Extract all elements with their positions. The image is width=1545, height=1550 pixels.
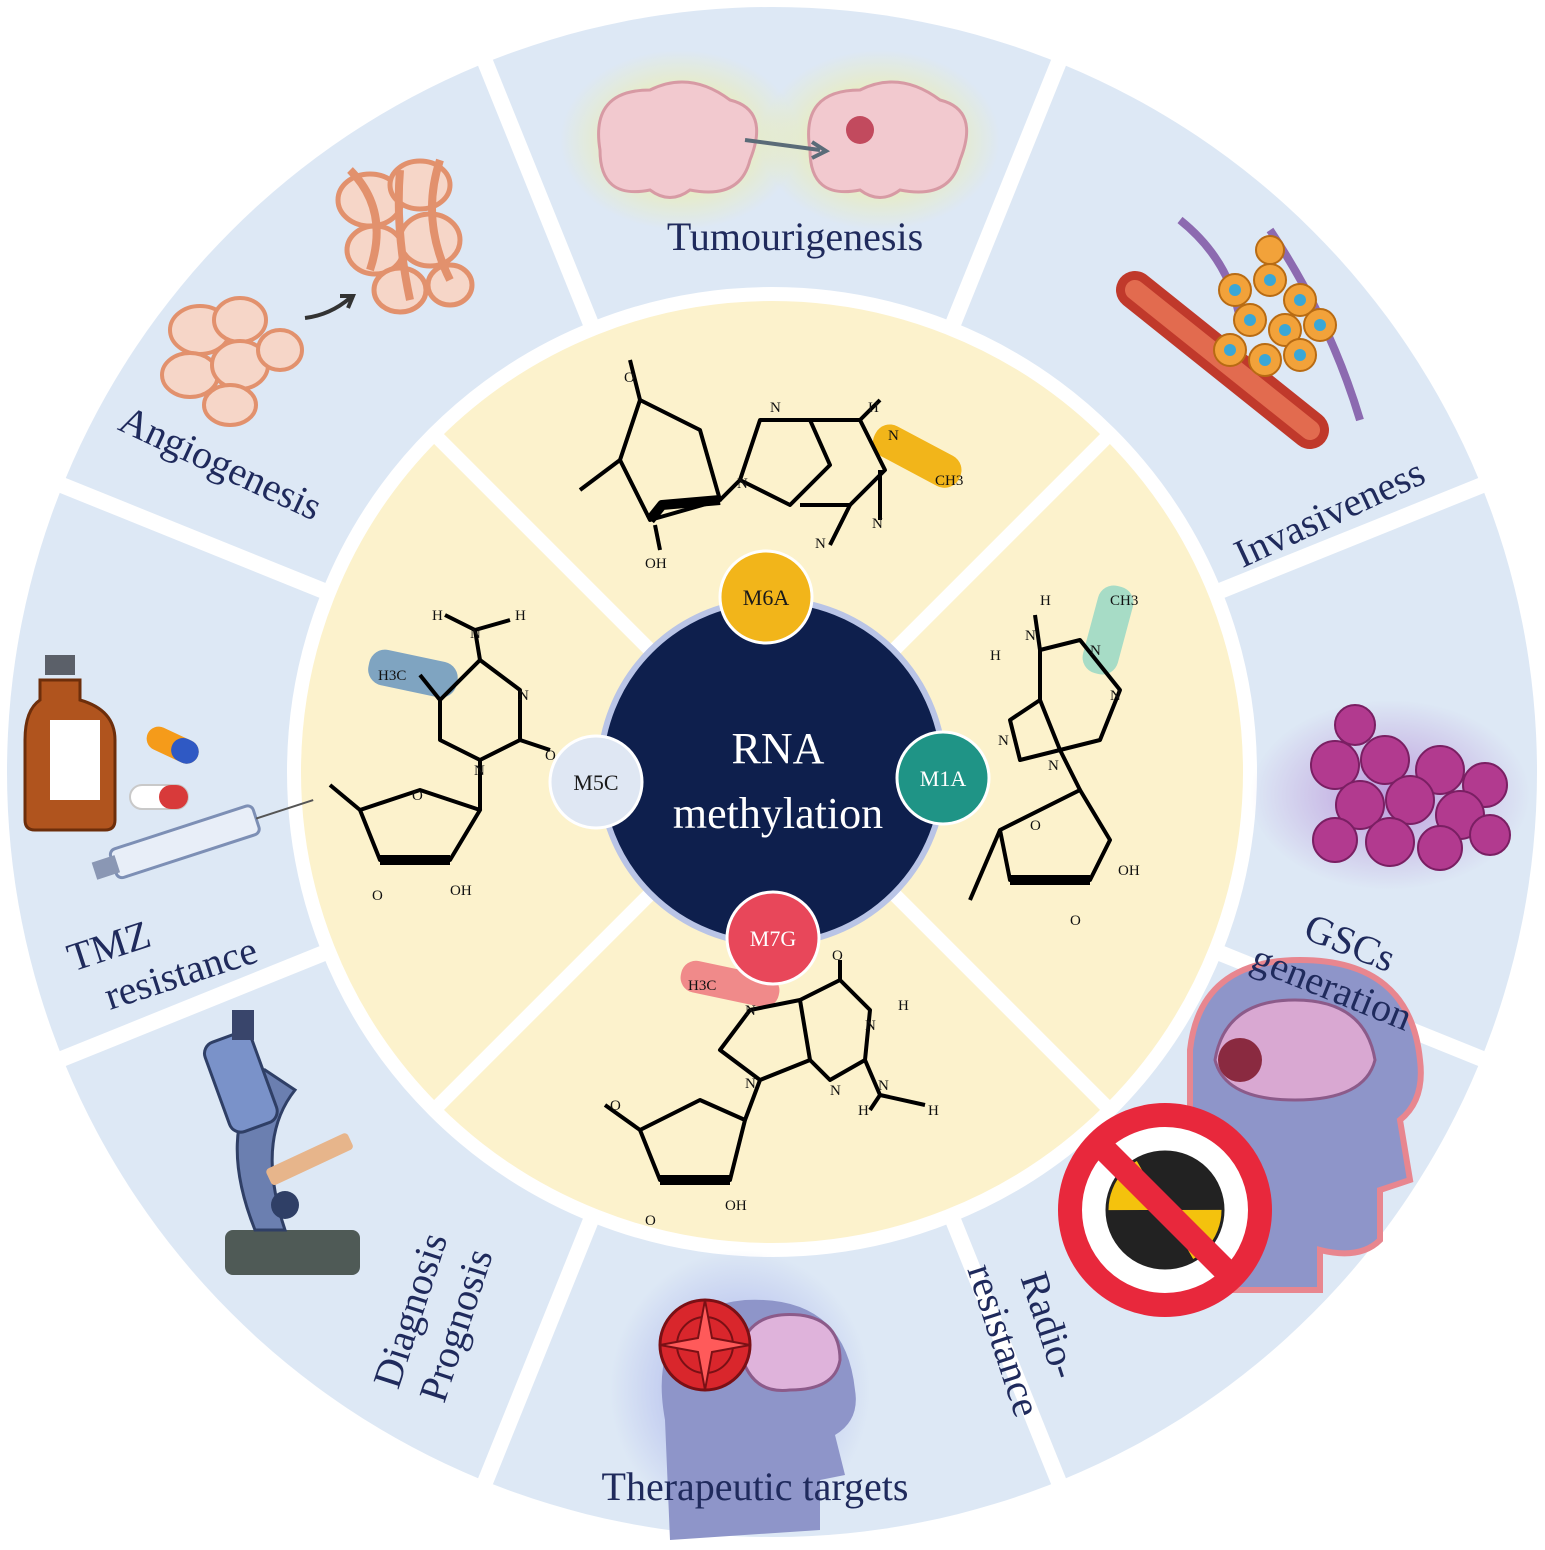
svg-text:O: O <box>624 370 635 386</box>
svg-text:H3C: H3C <box>378 668 406 684</box>
svg-text:N: N <box>1025 628 1036 644</box>
svg-text:M6A: M6A <box>743 585 790 610</box>
svg-text:O: O <box>545 748 556 764</box>
svg-text:N: N <box>737 476 748 492</box>
center-title-line1: RNA <box>732 724 825 773</box>
svg-text:CH3: CH3 <box>935 473 963 489</box>
svg-text:N: N <box>815 536 826 552</box>
svg-text:N: N <box>474 763 485 779</box>
svg-text:N: N <box>1110 688 1121 704</box>
center-title-line2: methylation <box>673 789 883 838</box>
svg-text:H: H <box>928 1103 939 1119</box>
svg-text:H: H <box>898 998 909 1014</box>
svg-text:N: N <box>998 733 1009 749</box>
outer-divider <box>1204 474 1494 604</box>
inner-divider <box>883 427 1117 661</box>
inner-dividers <box>427 427 1117 1117</box>
no-radiation-icon <box>1058 956 1424 1317</box>
svg-text:M7G: M7G <box>750 926 797 951</box>
outer-divider <box>474 1204 604 1494</box>
m7g-structure: H3C N O N H N N H H N O OH O <box>603 948 939 1229</box>
svg-text:H: H <box>1040 593 1051 609</box>
svg-text:N: N <box>830 1083 841 1099</box>
svg-text:M5C: M5C <box>573 770 618 795</box>
inner-divider <box>427 427 661 661</box>
svg-text:N: N <box>470 626 481 642</box>
brain-tumour-icon <box>560 50 1000 230</box>
target-brain-icon <box>610 1250 870 1540</box>
outer-divider <box>50 474 340 604</box>
badge-m1a: M1A <box>895 730 991 826</box>
svg-text:N: N <box>770 400 781 416</box>
drug-vial-syringe-icon <box>23 655 314 880</box>
svg-text:O: O <box>372 888 383 904</box>
inner-divider <box>883 883 1117 1117</box>
svg-text:H: H <box>990 648 1001 664</box>
stem-cells-icon <box>1250 700 1530 890</box>
svg-text:O: O <box>412 788 423 804</box>
svg-text:N: N <box>878 1078 889 1094</box>
badge-m6a: M6A <box>718 549 814 645</box>
label-therapeutic-targets: Therapeutic targets <box>602 1464 909 1509</box>
outer-divider <box>940 1204 1070 1494</box>
svg-text:N: N <box>872 516 883 532</box>
svg-text:O: O <box>1070 913 1081 929</box>
m6a-structure: O N N N N H N CH3 OH <box>578 359 963 572</box>
outer-divider <box>50 940 340 1070</box>
outer-divider <box>940 50 1070 340</box>
svg-text:H3C: H3C <box>688 978 716 994</box>
svg-text:H: H <box>432 608 443 624</box>
vessel-sprouting-icon <box>160 158 475 427</box>
svg-text:N: N <box>865 1018 876 1034</box>
svg-text:H: H <box>868 400 879 416</box>
badge-m7g: M7G <box>725 890 821 986</box>
svg-text:M1A: M1A <box>920 766 967 791</box>
svg-text:CH3: CH3 <box>1110 593 1138 609</box>
svg-text:N: N <box>1048 758 1059 774</box>
svg-text:OH: OH <box>645 556 667 572</box>
svg-text:H: H <box>858 1103 869 1119</box>
blood-vessel-cells-icon <box>1116 216 1364 449</box>
svg-text:OH: OH <box>450 883 472 899</box>
badge-m5c: M5C <box>548 734 644 830</box>
inner-divider <box>427 883 661 1117</box>
m5c-structure: H N H H3C N N O O OH O <box>328 608 556 904</box>
svg-text:O: O <box>645 1213 656 1229</box>
microscope-icon <box>202 1010 360 1275</box>
label-tumourigenesis: Tumourigenesis <box>667 214 923 259</box>
svg-text:O: O <box>1030 818 1041 834</box>
svg-text:N: N <box>1090 643 1101 659</box>
outer-divider <box>474 50 604 340</box>
svg-text:OH: OH <box>725 1198 747 1214</box>
svg-text:H: H <box>515 608 526 624</box>
svg-text:O: O <box>610 1098 621 1114</box>
svg-text:N: N <box>518 688 529 704</box>
svg-text:O: O <box>832 948 843 964</box>
svg-text:N: N <box>888 428 899 444</box>
svg-text:N: N <box>745 1003 756 1019</box>
m1a-structure: H N H N CH3 N N N O OH O <box>968 585 1140 929</box>
svg-text:N: N <box>745 1076 756 1092</box>
svg-text:OH: OH <box>1118 863 1140 879</box>
